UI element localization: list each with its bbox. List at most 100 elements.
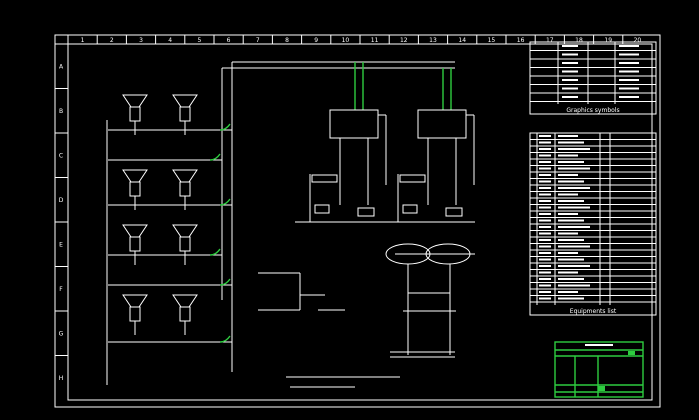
hopper: [172, 169, 198, 210]
feeder: [179, 181, 191, 197]
equipment-name: [539, 284, 551, 287]
column-label: 19: [604, 37, 612, 44]
column-label: 11: [371, 37, 379, 44]
equipment-name: [539, 148, 551, 150]
tank-body: [417, 109, 467, 139]
truck-icon: [402, 204, 418, 214]
row-label: D: [59, 197, 64, 204]
graphics-symbols-table: Graphics symbols: [529, 41, 657, 115]
hopper: [172, 224, 198, 265]
flex-hose: [219, 278, 231, 286]
column-label: 1: [81, 37, 85, 44]
symbol-label: [619, 87, 639, 90]
hopper: [122, 294, 148, 335]
hopper: [172, 294, 198, 335]
equipment-name: [539, 135, 551, 137]
hopper: [172, 94, 198, 135]
equipment-name: [539, 187, 551, 189]
feeder: [179, 106, 191, 122]
pump: [399, 174, 426, 183]
tank-body: [329, 109, 379, 139]
hopper-cone: [122, 94, 148, 108]
equipment-spec: [558, 258, 584, 261]
feeder: [179, 306, 191, 322]
symbol-label: [562, 62, 578, 64]
column-label: 17: [546, 37, 554, 44]
column-label: 3: [139, 37, 143, 44]
storage-tank: [309, 109, 387, 222]
equipment-spec: [558, 167, 590, 170]
equipment-spec: [558, 226, 590, 228]
main-header-pipes: [222, 61, 475, 223]
column-label: 14: [458, 37, 466, 44]
equipment-spec: [558, 200, 584, 202]
feeder: [129, 106, 141, 122]
equipment-spec: [558, 193, 578, 196]
symbol-label: [562, 45, 578, 47]
equipment-name: [539, 271, 551, 274]
column-label: 4: [168, 37, 172, 44]
column-label: 20: [634, 37, 642, 44]
equipment-name: [539, 252, 551, 254]
equipment-name: [539, 245, 551, 248]
column-label: 18: [575, 37, 583, 44]
equipment-name: [539, 154, 551, 157]
equipment-name: [539, 291, 551, 293]
equipment-spec: [558, 154, 578, 157]
symbol-label: [562, 96, 578, 98]
equipment-spec: [558, 206, 590, 209]
column-label: 10: [342, 37, 350, 44]
column-label: 6: [227, 37, 231, 44]
column-label: 2: [110, 37, 114, 44]
equipment-name: [539, 239, 551, 241]
equipment-name: [539, 226, 551, 228]
equipment-name: [539, 258, 551, 261]
tank-section: [309, 109, 475, 222]
column-label: 13: [429, 37, 437, 44]
equipment-name: [539, 174, 551, 176]
row-label: H: [59, 375, 64, 382]
flex-hose: [209, 248, 221, 256]
hopper-cone: [172, 94, 198, 108]
pump: [311, 174, 338, 183]
title-block: [554, 341, 644, 398]
graphics-symbols-title: Graphics symbols: [566, 107, 619, 114]
hopper-cone: [172, 294, 198, 308]
column-label: 12: [400, 37, 408, 44]
row-label: F: [59, 286, 63, 293]
hopper: [122, 94, 148, 135]
column-label: 5: [197, 37, 201, 44]
symbol-label: [619, 96, 639, 98]
lower-piping: [258, 243, 475, 388]
equipment-name: [539, 297, 551, 300]
equipment-spec: [558, 271, 578, 274]
hopper-cone: [172, 169, 198, 183]
flex-hose: [209, 153, 221, 161]
symbol-label: [619, 79, 639, 81]
equipment-spec: [558, 297, 584, 300]
symbol-label: [562, 79, 578, 81]
equipment-name: [539, 232, 551, 235]
hopper: [122, 224, 148, 265]
equipment-name: [539, 141, 551, 144]
equipment-spec: [558, 239, 584, 241]
row-label: A: [59, 63, 64, 70]
hopper-section: [106, 62, 233, 385]
storage-tank: [397, 109, 475, 222]
equipment-spec: [558, 148, 590, 150]
equipment-list-title: Equipments list: [570, 308, 617, 315]
equipment-name: [539, 161, 551, 163]
hopper-cone: [122, 224, 148, 238]
equipment-spec: [558, 180, 584, 183]
hopper-cone: [122, 294, 148, 308]
symbol-label: [619, 70, 639, 73]
feeder: [129, 236, 141, 252]
flex-hose: [219, 198, 231, 206]
column-label: 8: [285, 37, 289, 44]
symbol-label: [562, 53, 578, 56]
equipment-name: [539, 200, 551, 202]
equipment-spec: [558, 174, 578, 176]
hopper: [122, 169, 148, 210]
flex-hose: [219, 123, 231, 131]
